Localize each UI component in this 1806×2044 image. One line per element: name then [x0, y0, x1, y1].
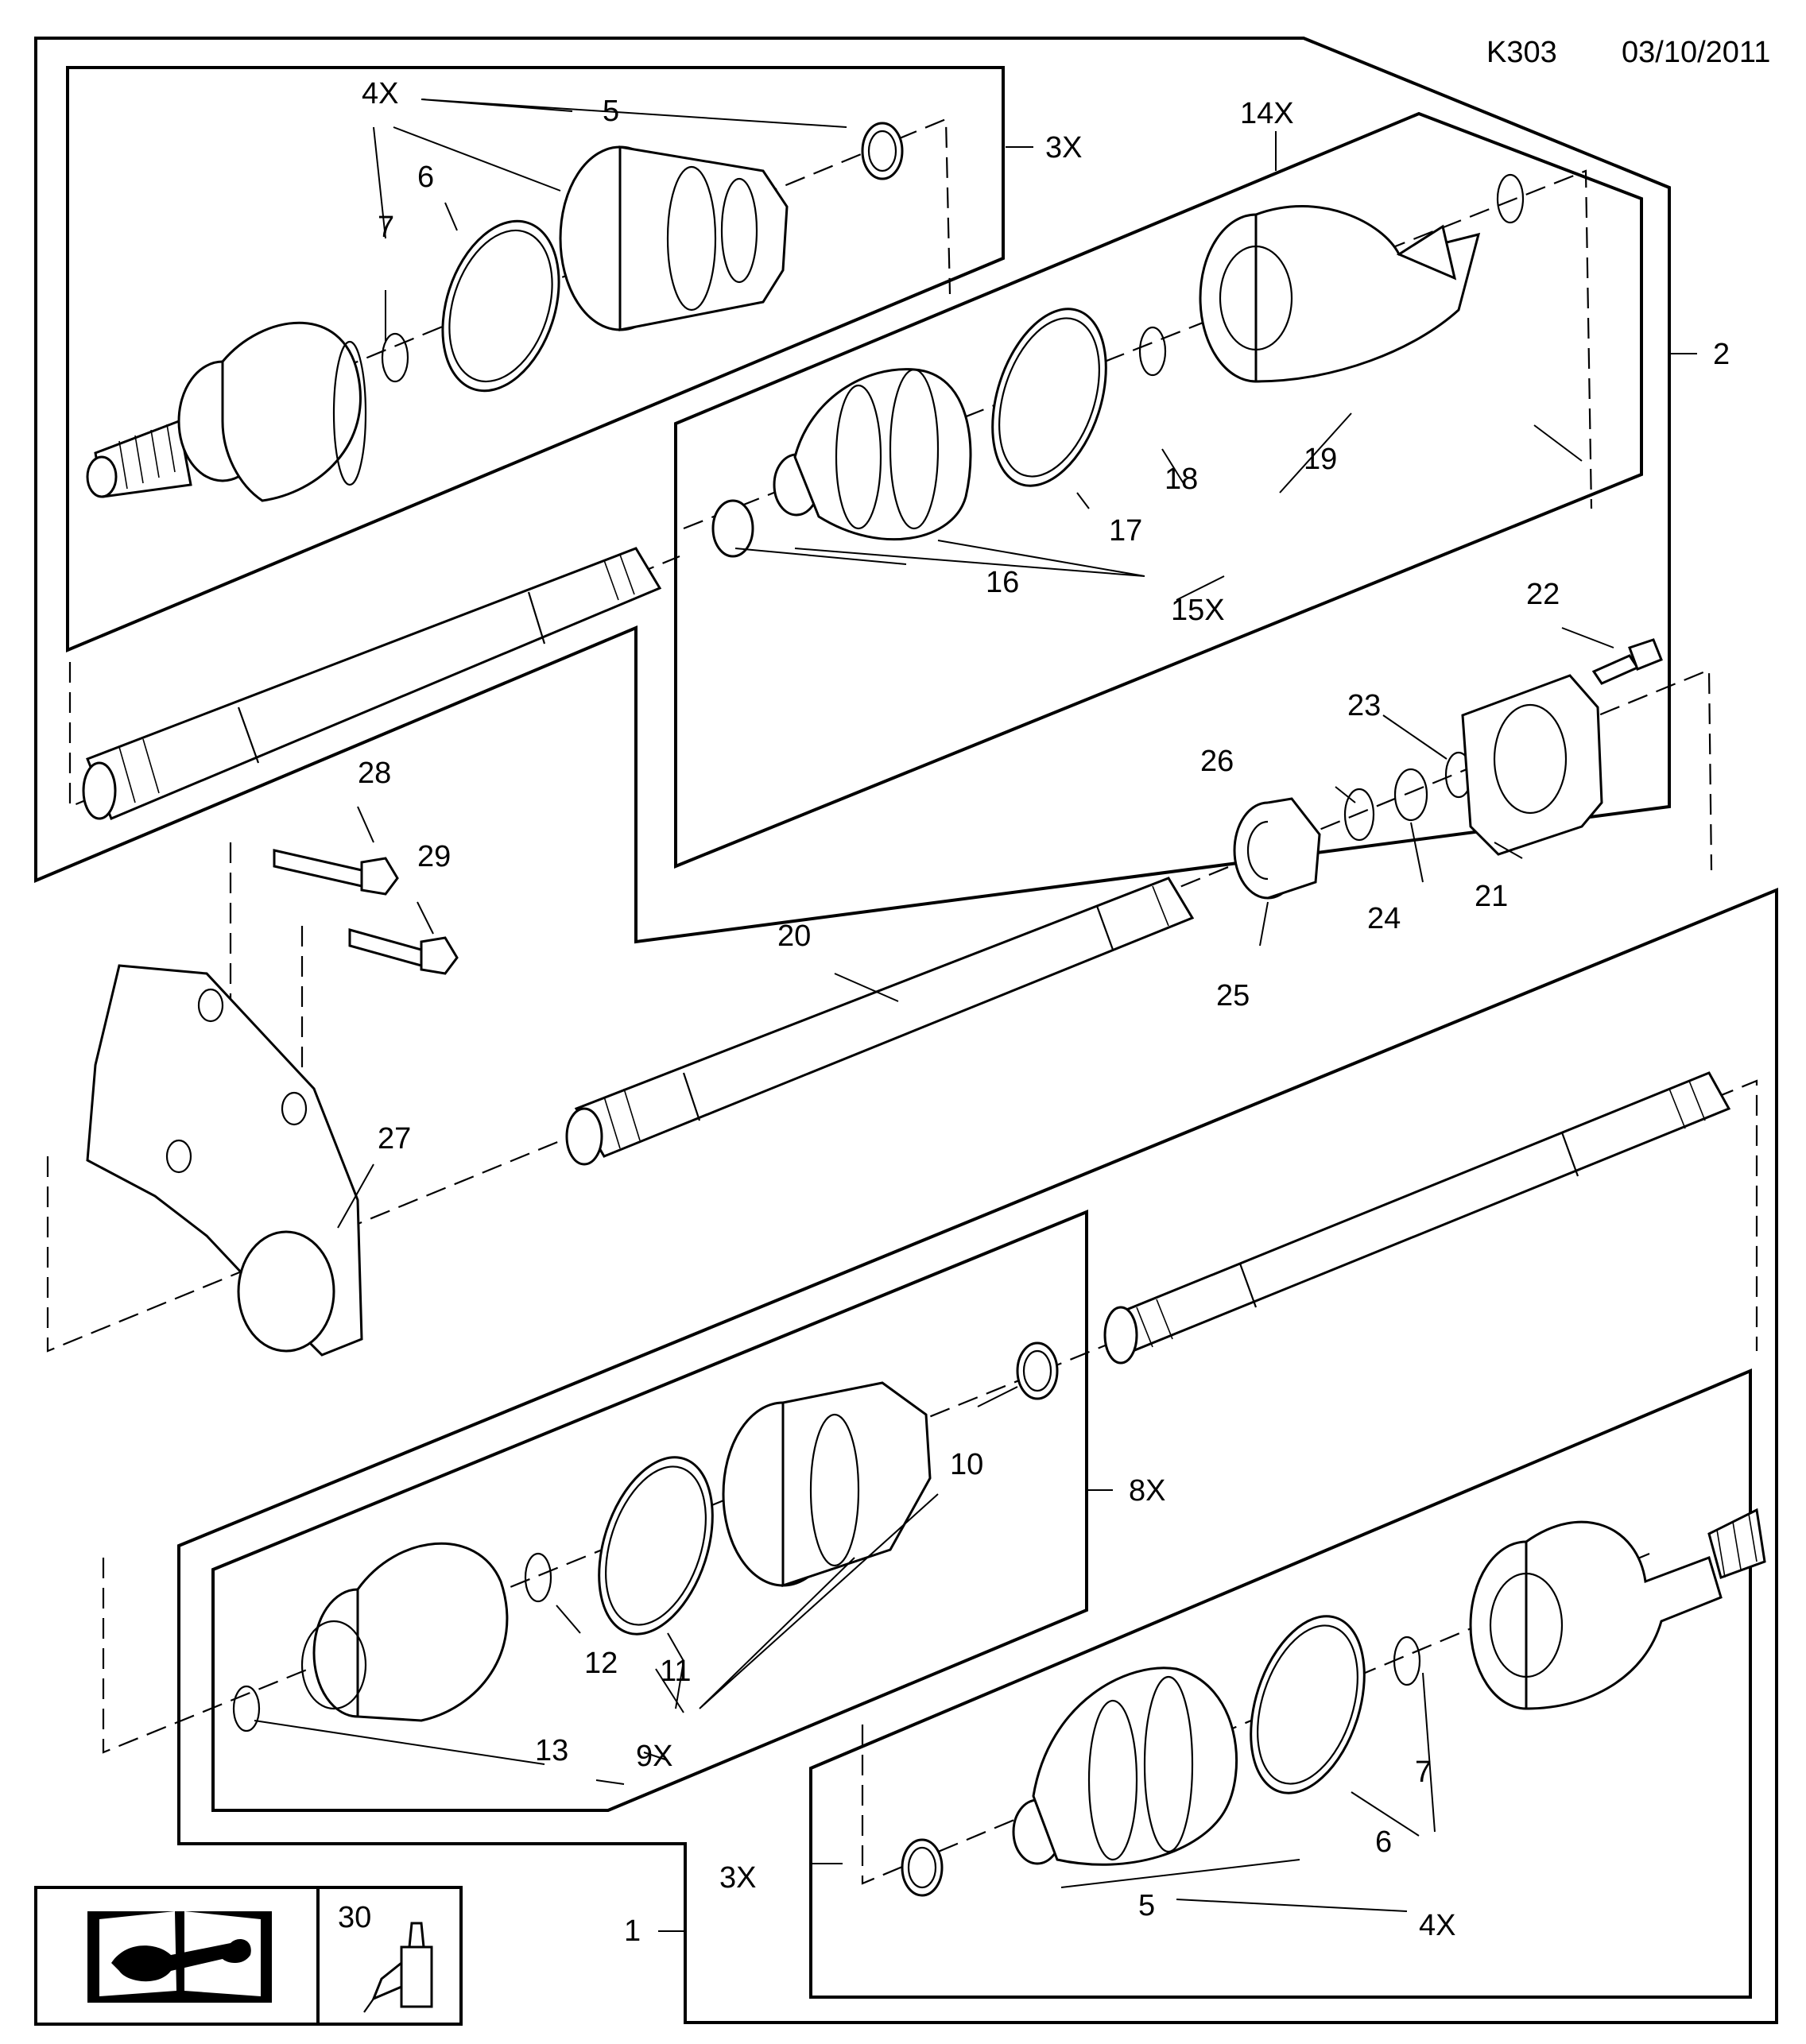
callout-17: 17 [1109, 514, 1142, 548]
callout-2: 2 [1713, 338, 1730, 371]
callout-29: 29 [417, 840, 451, 873]
cv-boot-bottom-outer [1012, 1667, 1238, 1866]
boot-clamp-small-bottom-10 [1016, 1341, 1059, 1400]
cv-boot-top-inner [711, 368, 972, 558]
leader-lines [254, 99, 1697, 1932]
inner-cv-joint-bottom [300, 1542, 509, 1722]
inner-cv-joint-top [1199, 205, 1481, 383]
centerline-bottom-outer-joint [861, 1552, 1650, 1885]
callout-15x: 15X [1171, 594, 1225, 627]
boot-clamp-large-bottom-11 [598, 1456, 714, 1636]
callout-8x: 8X [1129, 1474, 1165, 1508]
callout-12: 12 [584, 1647, 618, 1680]
centerline-top-outer-joint [87, 118, 951, 474]
callouts: 4X 5 3X 6 7 14X 2 18 19 17 16 15X 22 23 … [358, 77, 1730, 1948]
circlip-26 [1343, 788, 1375, 842]
boot-clamp-large-bottom-6 [1250, 1615, 1366, 1794]
grease-tube-icon [363, 1922, 433, 2013]
callout-4x-top: 4X [362, 77, 398, 110]
intermediate-shaft-20 [565, 877, 1195, 1166]
outer-cv-joint-top [86, 321, 367, 502]
circlip-top-7 [381, 332, 409, 383]
callout-9x: 9X [636, 1740, 672, 1773]
frame-inner-joint-top [674, 111, 1643, 869]
frame-right-shaft-assembly [177, 888, 1778, 2024]
frame-left-shaft-assembly [34, 37, 1671, 944]
boot-clamp-large-top-17 [991, 308, 1107, 487]
callout-21: 21 [1475, 880, 1508, 913]
cv-boot-bottom-inner [722, 1381, 932, 1588]
bolt-22 [1591, 638, 1663, 685]
boot-clamp-large-top-6 [441, 219, 560, 393]
callout-11: 11 [660, 1655, 691, 1688]
mounting-bracket-27 [86, 964, 363, 1357]
frame-inner-joint-bottom [211, 1210, 1088, 1812]
callout-3x-bottom: 3X [719, 1861, 756, 1895]
bolt-29 [348, 928, 459, 975]
frame-outer-joint-bottom [809, 1368, 1752, 1999]
boot-clamp-small-top-5 [861, 122, 904, 180]
callout-13: 13 [535, 1734, 568, 1767]
support-bearing-25 [1233, 797, 1321, 900]
left-driveshaft [82, 547, 662, 820]
frame-outer-joint-top [66, 66, 1005, 653]
callout-5-top: 5 [603, 95, 619, 128]
legend-box: 30 [34, 1886, 463, 2026]
callout-6-bottom: 6 [1375, 1825, 1392, 1859]
callout-26: 26 [1200, 745, 1234, 778]
right-driveshaft [1103, 1071, 1731, 1365]
callout-7-top: 7 [378, 211, 394, 244]
diagram-date: 03/10/2011 [1622, 36, 1770, 69]
callout-14x: 14X [1240, 97, 1294, 130]
callout-18: 18 [1165, 463, 1198, 496]
bolt-28 [273, 849, 399, 896]
callout-23: 23 [1347, 689, 1381, 722]
callout-7-bottom: 7 [1415, 1756, 1432, 1789]
callout-1: 1 [624, 1914, 641, 1948]
cv-boot-top-outer [559, 145, 789, 331]
ring-24 [1393, 768, 1428, 822]
callout-5-bottom: 5 [1138, 1889, 1155, 1922]
circlip-bottom-7 [1393, 1636, 1421, 1686]
callout-25: 25 [1216, 979, 1250, 1012]
callout-20: 20 [777, 919, 811, 953]
circlip-top-19 [1496, 173, 1525, 224]
callout-16: 16 [986, 566, 1019, 599]
callout-10: 10 [950, 1448, 983, 1481]
boot-clamp-small-bottom-5 [901, 1838, 944, 1897]
callout-3x-top: 3X [1045, 131, 1082, 165]
callout-6-top: 6 [417, 161, 434, 194]
callout-28: 28 [358, 757, 391, 790]
callout-27: 27 [378, 1122, 411, 1156]
circlip-top-18 [1138, 326, 1167, 377]
repair-manual-icon [87, 1911, 272, 2003]
circlip-bottom-12 [524, 1552, 552, 1603]
callout-19: 19 [1304, 443, 1337, 476]
circlip-bottom-13 [232, 1685, 261, 1732]
diagram-code: K303 [1486, 36, 1557, 69]
bearing-flange-21 [1461, 674, 1603, 856]
callout-22: 22 [1526, 578, 1560, 611]
callout-30: 30 [338, 1901, 371, 1934]
callout-4x-bottom: 4X [1419, 1909, 1455, 1942]
centerline-top-inner-joint [683, 169, 1593, 530]
callout-24: 24 [1367, 902, 1401, 935]
outer-cv-joint-bottom [1469, 1508, 1766, 1710]
centerline-right-shaft [102, 1079, 1758, 1754]
